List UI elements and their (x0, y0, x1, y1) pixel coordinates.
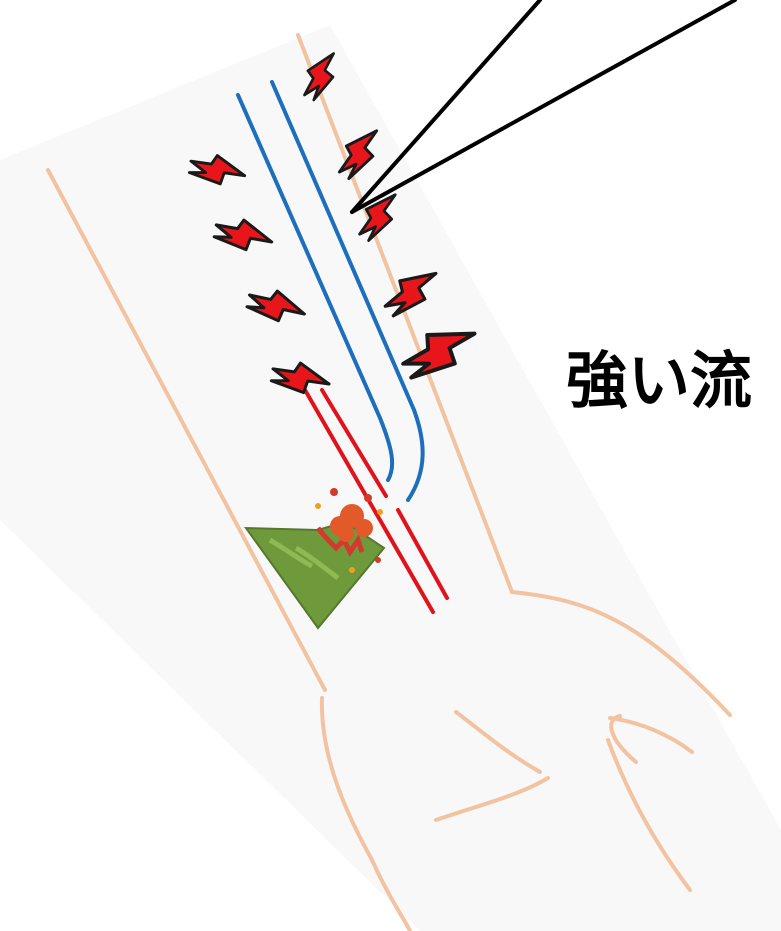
arm-outline (46, 33, 732, 931)
wrist-right-edge (510, 590, 732, 717)
artery-inner-wall-lower (396, 508, 449, 600)
needle-right-edge (350, 0, 737, 214)
forearm-right-edge (296, 33, 514, 594)
artery-inner-wall (320, 388, 388, 498)
vein (236, 80, 425, 502)
vein-inner-wall (270, 80, 425, 502)
needle-left-edge (350, 0, 542, 214)
volcano-icon (244, 488, 386, 630)
finger-inner (609, 714, 638, 764)
vein-outer-wall (236, 93, 395, 482)
palm-crease (434, 776, 550, 822)
thumb-crease (454, 710, 542, 774)
needle (350, 0, 737, 214)
forearm-left-edge (46, 168, 327, 692)
caption-text: 強い流 (566, 344, 753, 417)
palm-right-edge (606, 738, 692, 892)
palm-left-edge (319, 696, 412, 931)
finger-outline (608, 716, 694, 754)
